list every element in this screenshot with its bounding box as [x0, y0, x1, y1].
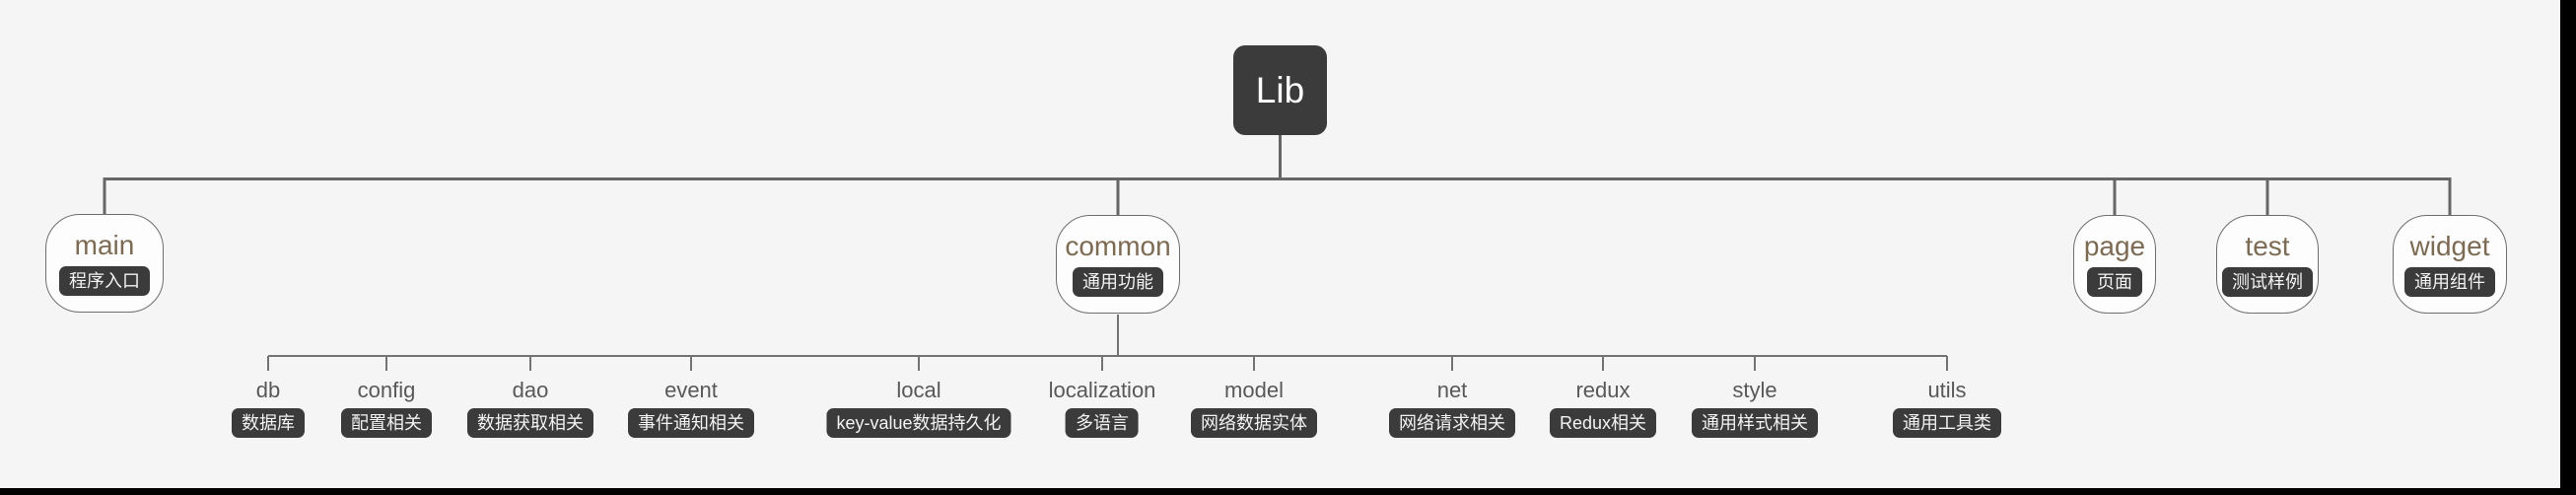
tree-node-model: model 网络数据实体 [1191, 379, 1317, 438]
tree-node-localization: localization 多语言 [1048, 378, 1156, 438]
node-name: event [664, 378, 718, 402]
node-badge: 页面 [2087, 267, 2142, 297]
node-badge: 网络请求相关 [1389, 408, 1515, 438]
node-badge: 通用组件 [2404, 267, 2495, 297]
node-name: widget [2409, 231, 2490, 261]
node-badge: 数据获取相关 [467, 408, 593, 438]
node-name: db [255, 378, 281, 402]
tree-node-style: style 通用样式相关 [1692, 379, 1818, 438]
node-name: config [357, 378, 416, 402]
tree-node-page: page 页面 [2073, 215, 2156, 314]
node-name: dao [512, 378, 549, 402]
tree-node-redux: redux Redux相关 [1549, 378, 1657, 438]
node-name: model [1224, 378, 1284, 402]
node-badge: 网络数据实体 [1191, 408, 1317, 438]
node-name: localization [1048, 378, 1156, 402]
tree-node-common: common 通用功能 [1056, 215, 1180, 314]
tree-node-lib: Lib [1233, 45, 1327, 135]
tree-connectors [103, 135, 2452, 371]
tree-node-dao: dao 数据获取相关 [467, 379, 593, 438]
tree-node-main: main 程序入口 [45, 214, 164, 313]
node-badge: 通用功能 [1073, 267, 1163, 297]
node-name: test [2245, 231, 2290, 261]
node-name: net [1436, 378, 1468, 402]
node-badge: 通用样式相关 [1692, 408, 1818, 438]
tree-node-test: test 测试样例 [2216, 215, 2319, 314]
node-badge: 多语言 [1066, 408, 1139, 438]
node-badge: 测试样例 [2222, 267, 2313, 297]
node-badge: 通用工具类 [1893, 408, 2001, 438]
node-name: style [1732, 378, 1777, 402]
tree-node-config: config 配置相关 [341, 379, 432, 438]
tree-node-widget: widget 通用组件 [2393, 215, 2507, 314]
node-name: main [74, 230, 135, 260]
node-name: redux [1575, 378, 1631, 402]
node-badge: key-value数据持久化 [826, 408, 1011, 438]
diagram-canvas: Lib main 程序入口 common 通用功能 page 页面 test 测… [0, 0, 2560, 488]
tree-node-utils: utils 通用工具类 [1893, 379, 2001, 438]
letterbox-right [2560, 0, 2576, 495]
node-badge: 数据库 [232, 408, 305, 438]
node-badge: 程序入口 [59, 266, 150, 296]
tree-node-net: net 网络请求相关 [1389, 379, 1515, 438]
node-badge: 事件通知相关 [628, 408, 754, 438]
tree-node-local: local key-value数据持久化 [826, 378, 1011, 438]
node-name: common [1065, 231, 1171, 261]
node-name: utils [1927, 378, 1967, 402]
node-badge: 配置相关 [341, 408, 432, 438]
root-node-label: Lib [1255, 69, 1305, 110]
tree-node-db: db 数据库 [232, 379, 305, 438]
tree-node-event: event 事件通知相关 [628, 379, 754, 438]
letterbox-bottom [0, 488, 2576, 495]
node-badge: Redux相关 [1549, 408, 1657, 438]
node-name: local [896, 378, 941, 402]
node-name: page [2083, 231, 2146, 261]
